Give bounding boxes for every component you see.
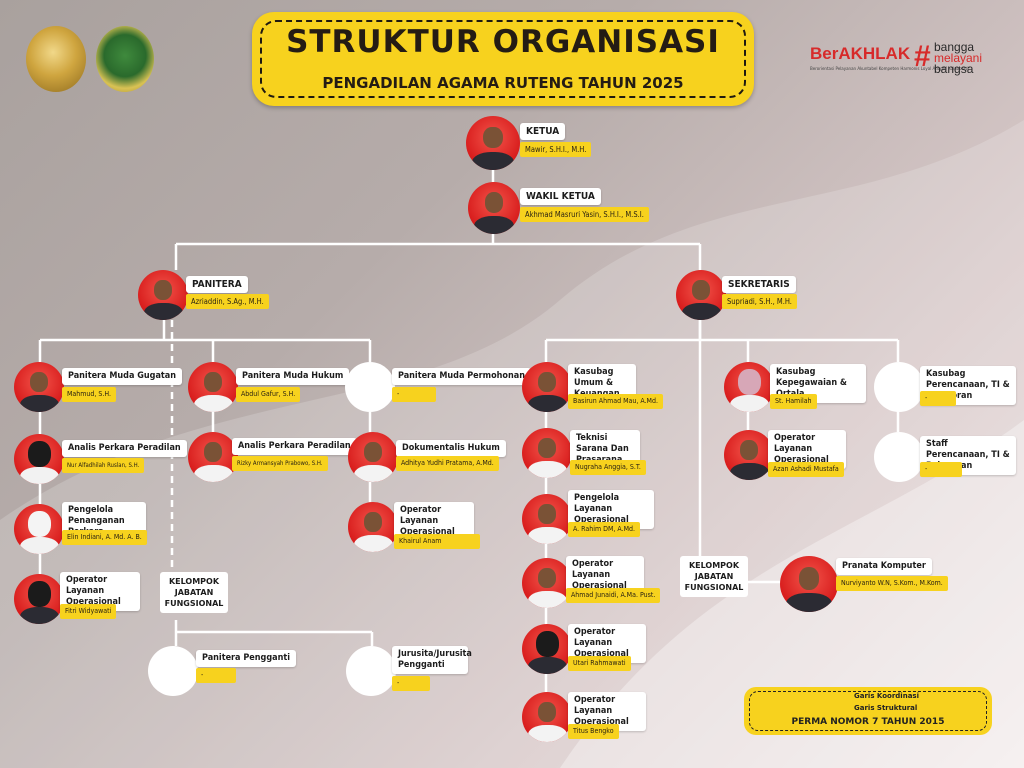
panitera-name: Azriaddin, S.Ag., M.H. [186, 294, 269, 309]
pm-hukum-name: Abdul Gafur, S.H. [236, 387, 301, 402]
dokumentalis-role: Dokumentalis Hukum [396, 440, 506, 457]
ketua-role: KETUA [520, 123, 566, 140]
tag-line-1: bangga [934, 40, 975, 54]
operator-2-photo [348, 502, 398, 552]
dokumentalis-name: Adhitya Yudhi Pratama, A.Md. [396, 456, 499, 471]
pm-hukum-photo [188, 362, 238, 412]
tag-line-2: melayani [934, 51, 983, 65]
kasubag-ptip-name: - [920, 391, 956, 406]
teknisi-photo [522, 428, 572, 478]
panitera-role: PANITERA [186, 276, 248, 293]
kelompok-fungsional-left: KELOMPOK JABATAN FUNGSIONAL [160, 572, 228, 613]
pengelola-pp-name: Elin Indiani, A. Md. A. B. [62, 530, 147, 545]
hash-icon: # [914, 40, 931, 73]
kasubag-umum-name: Basirun Ahmad Mau, A.Md. [568, 394, 663, 409]
pm-hukum-role: Panitera Muda Hukum [236, 368, 350, 385]
sekretaris-role: SEKRETARIS [722, 276, 796, 293]
jurusita-photo [346, 646, 396, 696]
staff-ptip-name: - [920, 462, 962, 477]
operator-4-name: Utari Rahmawati [568, 656, 631, 671]
pengelola-lo-photo [522, 494, 572, 544]
sekretaris-photo [676, 270, 726, 320]
berakhlak-wordmark: BerAKHLAK [810, 44, 911, 63]
analis-2-role: Analis Perkara Peradilan [232, 438, 357, 455]
pranata-photo [780, 556, 838, 612]
pm-permohonan-role: Panitera Muda Permohonan [392, 368, 531, 385]
kasubag-kep-name: St. Hamilah [770, 394, 817, 409]
dokumentalis-photo [348, 432, 398, 482]
kasubag-ptip-photo [874, 362, 924, 412]
ketua-name: Mawir, S.H.I., M.H. [520, 142, 592, 157]
operator-2-name: Khairul Anam [394, 534, 480, 549]
pengelola-pp-photo [14, 504, 64, 554]
wakil-ketua-role: WAKIL KETUA [520, 188, 601, 205]
pengelola-lo-name: A. Rahim DM, A.Md. [568, 522, 641, 537]
berakhlak-logo: BerAKHLAK Berorientasi Pelayanan Akuntab… [806, 40, 1006, 82]
pranata-name: Nurviyanto W.N, S.Kom., M.Kom. [836, 576, 948, 591]
staff-ptip-photo [874, 432, 924, 482]
operator-3-name: Ahmad Junaidi, A.Ma. Pust. [566, 588, 661, 603]
analis-1-name: Nur Alfadhilah Ruslan, S.H. [62, 458, 145, 473]
pengganti-role: Panitera Pengganti [196, 650, 296, 667]
title-banner: STRUKTUR ORGANISASI PENGADILAN AGAMA RUT… [252, 12, 754, 106]
ketua-photo [466, 116, 520, 170]
pranata-role: Pranata Komputer [836, 558, 932, 575]
bangga-melayani-bangsa: bangga melayani bangsa [934, 40, 983, 76]
operator-5-photo [522, 692, 572, 742]
pm-gugatan-photo [14, 362, 64, 412]
berakhlak-values: Berorientasi Pelayanan Akuntabel Kompete… [810, 66, 970, 71]
operator-5-name: Titus Bengko [568, 724, 619, 739]
mahkamah-agung-logo [26, 26, 86, 92]
operator-4-photo [522, 624, 572, 674]
pengganti-name: - [196, 668, 236, 683]
kelompok-fungsional-right: KELOMPOK JABATAN FUNGSIONAL [680, 556, 748, 597]
kasubag-umum-photo [522, 362, 572, 412]
operator-6-name: Azan Ashadi Mustafa [768, 462, 844, 477]
analis-1-role: Analis Perkara Peradilan [62, 440, 187, 457]
pm-gugatan-name: Mahmud, S.H. [62, 387, 117, 402]
operator-6-photo [724, 430, 774, 480]
analis-2-name: Rizky Armansyah Prabowo, S.H. [232, 456, 328, 471]
teknisi-name: Nugraha Anggia, S.T. [570, 460, 646, 475]
pm-gugatan-role: Panitera Muda Gugatan [62, 368, 182, 385]
pengganti-photo [148, 646, 198, 696]
jurusita-role: Jurusita/Jurusita Pengganti [392, 646, 472, 674]
sekretaris-name: Supriadi, S.H., M.H. [722, 294, 797, 309]
wakil-ketua-photo [468, 182, 520, 234]
operator-1-photo [14, 574, 64, 624]
legend-structural: Garis Struktural [854, 704, 918, 712]
wakil-ketua-name: Akhmad Masruri Yasin, S.H.I., M.S.I. [520, 207, 649, 222]
panitera-photo [138, 270, 188, 320]
analis-1-photo [14, 434, 64, 484]
tag-line-3: bangsa [934, 62, 974, 76]
operator-1-name: Fitri Widyawati [60, 604, 117, 619]
legend: Garis Koordinasi Garis Struktural PERMA … [744, 687, 992, 735]
legend-basis: PERMA NOMOR 7 TAHUN 2015 [791, 717, 945, 727]
kasubag-kep-photo [724, 362, 774, 412]
pm-permohonan-name: - [392, 387, 436, 402]
analis-2-photo [188, 432, 238, 482]
operator-3-photo [522, 558, 572, 608]
jurusita-name: - [392, 676, 430, 691]
peradilan-agama-logo [96, 26, 154, 92]
pm-permohonan-photo [345, 362, 395, 412]
legend-coordination: Garis Koordinasi [854, 692, 919, 700]
